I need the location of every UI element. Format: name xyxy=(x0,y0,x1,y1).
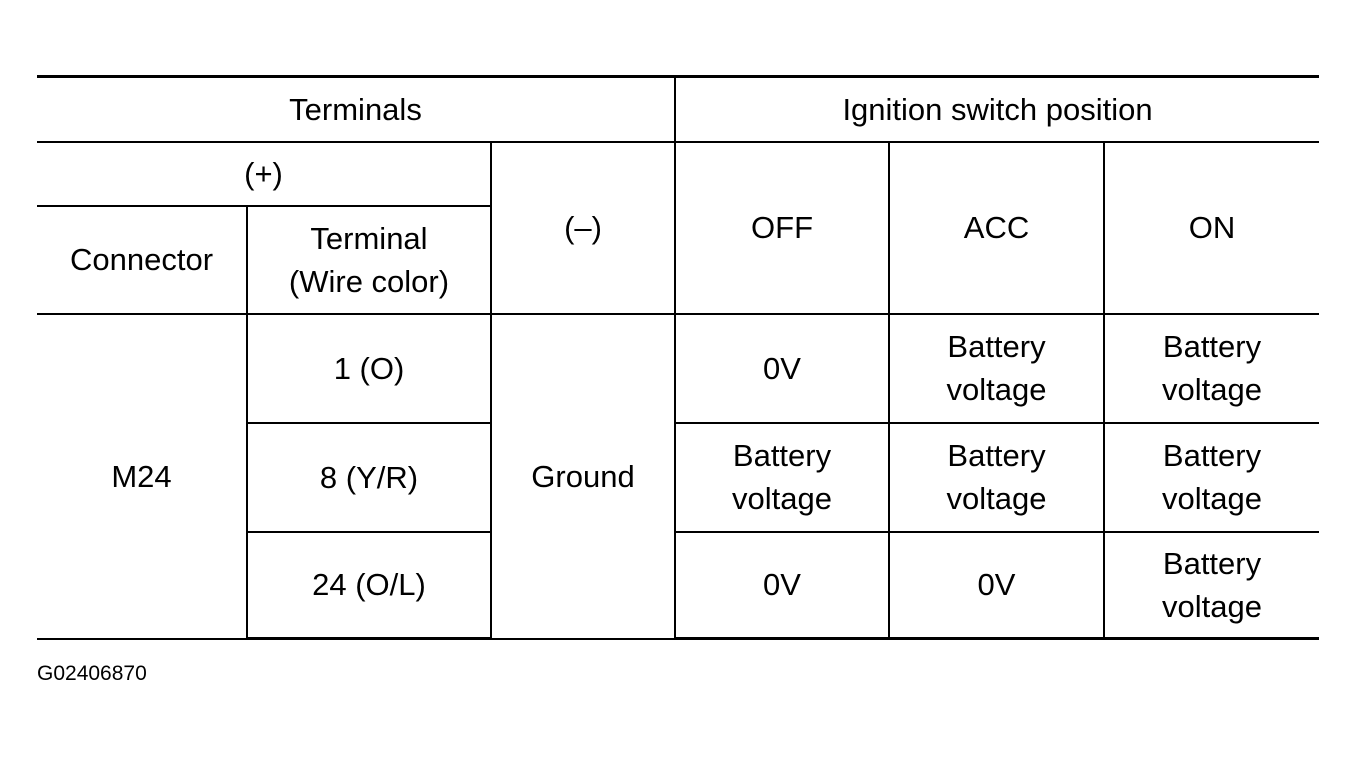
table-row: M24 1 (O) Ground 0V Battery voltage Batt… xyxy=(37,312,1320,640)
terminal-wire-color-header: Terminal (Wire color) xyxy=(246,204,492,315)
on-cell: Battery voltage xyxy=(1103,312,1320,424)
acc-cell: 0V xyxy=(888,530,1106,640)
off-cell: Battery voltage xyxy=(674,421,891,533)
negative-header: (–) xyxy=(489,140,677,315)
figure-id: G02406870 xyxy=(37,662,147,685)
terminal-cell: 1 (O) xyxy=(246,312,492,424)
off-cell: 0V xyxy=(674,312,891,424)
terminal-voltage-table: Terminals Ignition switch position (+) (… xyxy=(37,75,1320,640)
on-header: ON xyxy=(1103,140,1320,315)
off-cell: 0V xyxy=(674,530,891,640)
acc-header: ACC xyxy=(888,140,1106,315)
header-row-1: Terminals Ignition switch position xyxy=(37,75,1320,143)
on-cell: Battery voltage xyxy=(1103,530,1320,640)
acc-cell: Battery voltage xyxy=(888,312,1106,424)
terminal-cell: 24 (O/L) xyxy=(246,530,492,640)
acc-cell: Battery voltage xyxy=(888,421,1106,533)
terminals-header: Terminals xyxy=(37,75,677,143)
terminal-cell: 8 (Y/R) xyxy=(246,421,492,533)
ignition-switch-position-header: Ignition switch position xyxy=(674,75,1320,143)
on-cell: Battery voltage xyxy=(1103,421,1320,533)
off-header: OFF xyxy=(674,140,891,315)
table-row: 8 (Y/R) Battery voltage Battery voltage … xyxy=(37,421,1320,533)
table-row: 24 (O/L) 0V 0V Battery voltage xyxy=(37,530,1320,640)
negative-cell: Ground xyxy=(489,312,677,640)
header-row-3: Connector Terminal (Wire color) xyxy=(37,204,1319,315)
connector-cell: M24 xyxy=(37,312,248,640)
positive-header: (+) xyxy=(37,140,492,207)
connector-header: Connector xyxy=(37,204,248,315)
header-row-2: (+) (–) OFF ACC ON xyxy=(37,140,1320,315)
